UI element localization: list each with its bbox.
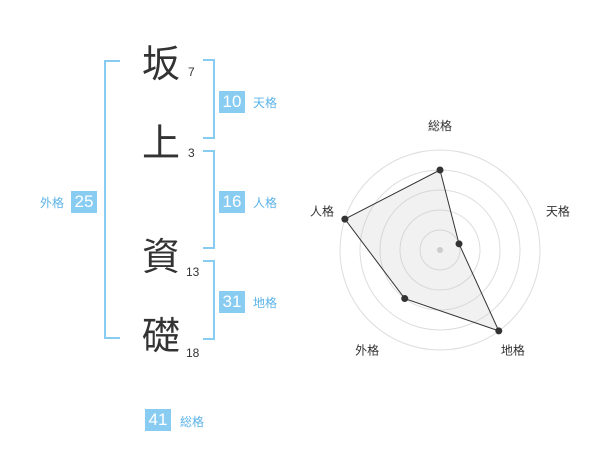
- radar-axis-label-5: 人格: [310, 204, 334, 219]
- radar-point-5: [341, 215, 349, 223]
- radar-grid-ring: [339, 149, 541, 351]
- radar-point-3: [495, 327, 503, 335]
- tenkaku-bracket: [203, 59, 215, 139]
- stroke-count-2: 3: [188, 146, 195, 160]
- name-char-1: 坂: [142, 42, 181, 86]
- name-char-3: 資: [142, 235, 181, 279]
- tenkaku-label: 天格: [253, 96, 278, 110]
- radar-axis-label-1: 総格: [428, 118, 452, 133]
- gaikaku-bracket: [104, 60, 120, 339]
- tenkaku-value: 10: [219, 91, 245, 113]
- stroke-count-3: 13: [186, 265, 200, 279]
- jinkaku-bracket: [203, 150, 215, 249]
- radar-center-dot: [437, 247, 443, 253]
- chikaku-label: 地格: [253, 296, 278, 310]
- radar-point-2: [455, 240, 463, 248]
- gaikaku-label: 外格: [40, 196, 65, 210]
- name-char-4: 礎: [142, 314, 181, 358]
- name-char-2: 上: [142, 121, 181, 165]
- radar-grid-ring: [419, 229, 461, 271]
- chikaku-bracket: [203, 260, 215, 340]
- radar-data-polygon: [344, 169, 500, 332]
- soukaku-value: 41: [145, 409, 171, 431]
- radar-point-1: [436, 166, 444, 174]
- chikaku-value: 31: [219, 291, 245, 313]
- radar-axis-label-3: 地格: [501, 342, 525, 357]
- stroke-count-4: 18: [186, 346, 200, 360]
- radar-grid-ring: [399, 209, 481, 291]
- soukaku-label: 総格: [180, 415, 205, 429]
- radar-axis-label-4: 外格: [355, 342, 379, 357]
- gaikaku-value: 25: [71, 191, 97, 213]
- stroke-count-1: 7: [188, 65, 195, 79]
- radar-axis-label-2: 天格: [546, 204, 570, 219]
- radar-grid: [339, 149, 541, 351]
- jinkaku-value: 16: [219, 191, 245, 213]
- radar-grid-ring: [379, 189, 501, 311]
- radar-point-4: [401, 295, 409, 303]
- jinkaku-label: 人格: [253, 196, 278, 210]
